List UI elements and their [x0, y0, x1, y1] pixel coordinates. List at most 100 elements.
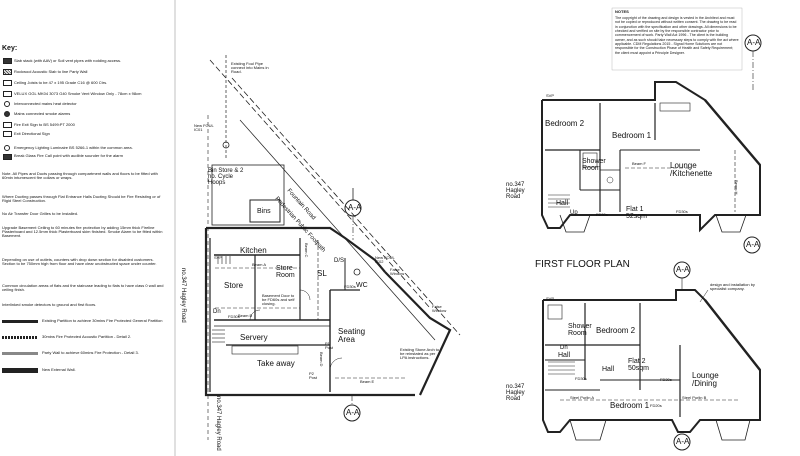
room-servery: Servery	[240, 333, 268, 342]
section-marker-ground-top: A-A	[348, 203, 362, 212]
key-note-1: Note. All Pipes and Ducts passing throug…	[2, 171, 158, 180]
address-first: no.347 Hagley Road	[506, 182, 525, 200]
dn-second: Dn	[560, 345, 568, 351]
beam-b-label: Beam B	[238, 313, 253, 318]
address-ground-bottom: no.347 Hagley Road	[215, 396, 221, 451]
dn-label: Dn	[213, 309, 221, 315]
address-ground-left: no.347 Hagley Road	[180, 268, 186, 323]
hall-second-2: Hall	[602, 366, 615, 373]
emergency-light-icon	[4, 145, 10, 151]
notes-body: The copyright of the drawing and design …	[615, 16, 739, 55]
fd30s-ground-label: FD30s	[228, 314, 240, 319]
room-shower-first: Shower Room	[582, 158, 606, 172]
hall-second: Hall	[558, 352, 571, 359]
fd30s-first-b: FD30s	[676, 209, 688, 214]
key-item-4: VELUX GGL MK04 3073 G40 Smoke Vent Windo…	[14, 91, 142, 96]
false-window-label: False Window	[390, 267, 405, 276]
partition-key-external	[2, 368, 38, 373]
key-note-3: No Air Transfer Door Grilles to be Insta…	[2, 211, 79, 216]
beam-a-label: Beam A	[252, 262, 267, 267]
svp-second-label: SVP	[546, 296, 555, 301]
key-item-5: Interconnected mains heat detector	[14, 101, 77, 106]
ds-label: D/S	[334, 258, 345, 264]
basement-door-note: Basement Door to be FD60s and self closi…	[262, 293, 295, 306]
section-marker-ground-bottom: A-A	[346, 408, 360, 417]
address-second: no.347 Hagley Road	[506, 384, 525, 402]
key-item-2: Rockwool Acoustic Slab to line Party Wal…	[14, 69, 88, 74]
partition-label-4: New External Wall.	[42, 367, 76, 372]
room-bedroom-1-first: Bedroom 1	[612, 131, 652, 140]
key-item-7: Fire Exit Sign to BS 5499:PT 2000	[14, 122, 75, 127]
room-store-room: Store Room	[276, 265, 295, 279]
key-note-4: Upgrade Basement Ceiling to 60 minutes f…	[2, 225, 163, 238]
p2-post-label: P2 Post	[309, 371, 318, 380]
flat-1-label: Flat 1 52sqm	[626, 206, 648, 220]
steel-purlin-a-label: Steel Purlin A	[570, 395, 595, 400]
first-floor-title: FIRST FLOOR PLAN	[535, 259, 630, 270]
p1-post-label: P1 Post	[325, 341, 334, 350]
section-marker-first-bottom: A-A	[746, 240, 760, 249]
svp-symbol-icon	[3, 58, 12, 64]
room-lounge-first: Lounge /Kitchenette	[670, 161, 713, 178]
bin-store-label: Bin Store & 2 no. Cycle Hoops	[208, 168, 244, 186]
room-shower-second: Shower Room	[568, 323, 592, 337]
key-item-8: Exit Directional Sign	[14, 131, 50, 136]
fire-exit-sign-icon	[3, 122, 12, 128]
exit-directional-sign-icon	[3, 131, 12, 137]
svp-first-label: SVP	[546, 93, 555, 98]
section-marker-second-top: A-A	[676, 265, 690, 274]
key-item-3: Ceiling Joists to be 47 x 195 Grade C16 …	[14, 80, 108, 85]
hall-first: Hall	[556, 200, 569, 207]
partition-label-3: Party Wall to achieve 60mins Fire Protec…	[42, 350, 139, 355]
room-bedroom-1-second: Bedroom 1	[610, 401, 650, 410]
key-note-6: Common circulation areas of flats and th…	[2, 283, 164, 292]
existing-foul-pipe-label: Existing Foul Pipe connect into Mains in…	[231, 61, 269, 74]
key-note-7: Interlinked smoke detectors to ground an…	[2, 302, 97, 307]
partition-key-general	[2, 320, 38, 323]
key-item-1: Slab stack (with AAV) or Soil vent pipes…	[14, 58, 122, 63]
room-bedroom-2-first: Bedroom 2	[545, 119, 585, 128]
svp-ground-label: SVP	[214, 255, 223, 260]
key-heading: Key:	[2, 45, 18, 52]
key-item-10: Break Glass Fire Call point with audible…	[14, 153, 123, 158]
existing-stone-arch-note: Existing Stone Arch to be reinstated as …	[400, 347, 440, 360]
fd30s-second-a: FD30s	[575, 376, 587, 381]
room-seating-area: Seating Area	[338, 327, 366, 344]
notes-title: NOTES	[615, 9, 629, 14]
section-marker-first-top: A-A	[747, 38, 761, 47]
new-foul-ic01-label: New FOUL IC01	[194, 123, 214, 132]
ceiling-joist-icon	[3, 80, 12, 86]
beam-d-label: Beam D	[319, 352, 324, 367]
beam-e-label: Beam E	[360, 379, 375, 384]
break-glass-icon	[3, 154, 12, 160]
acoustic-slab-icon	[3, 69, 12, 75]
room-wc: WC	[356, 282, 368, 289]
room-kitchen: Kitchen	[240, 246, 267, 255]
smoke-alarm-icon	[4, 111, 10, 117]
fd20s-second: FD20s	[650, 403, 662, 408]
key-note-2: Where Ducting passes through Flat Entran…	[2, 194, 161, 203]
fd30s-first-a: FD30s	[596, 212, 608, 217]
heat-detector-icon	[4, 101, 10, 107]
section-marker-second-bottom: A-A	[676, 437, 690, 446]
room-bedroom-2-second: Bedroom 2	[596, 326, 636, 335]
flat-2-label: Flat 2 50sqm	[628, 358, 650, 372]
false-window-2-label: False Window	[432, 304, 447, 313]
partition-key-party-wall	[2, 352, 38, 355]
room-sl: SL	[317, 269, 327, 278]
room-lounge-second: Lounge /Dining	[692, 371, 719, 388]
bins-label: Bins	[257, 208, 271, 215]
design-installation-note: design and installation by specialist co…	[710, 282, 755, 291]
partition-label-1: Existing Partition to achieve 30mins Fir…	[42, 318, 163, 323]
room-store: Store	[224, 281, 244, 290]
partition-key-acoustic	[2, 336, 38, 339]
beam-f-label: Beam F	[632, 161, 647, 166]
fd30s-wc-label: FD30s	[344, 284, 356, 289]
key-note-5: Depending on use of outlets, counters wi…	[2, 257, 157, 266]
beam-c-label: Beam C	[304, 243, 309, 258]
key-item-6: Mains connected smoke alarms	[14, 111, 71, 116]
new-foul-ic02-label: New FOUL IC02	[375, 255, 395, 264]
fd30s-second-b: FD30s	[660, 377, 672, 382]
steel-purlin-b-label: Steel Purlin B	[682, 395, 707, 400]
beam-h-label: Beam H	[734, 180, 739, 195]
